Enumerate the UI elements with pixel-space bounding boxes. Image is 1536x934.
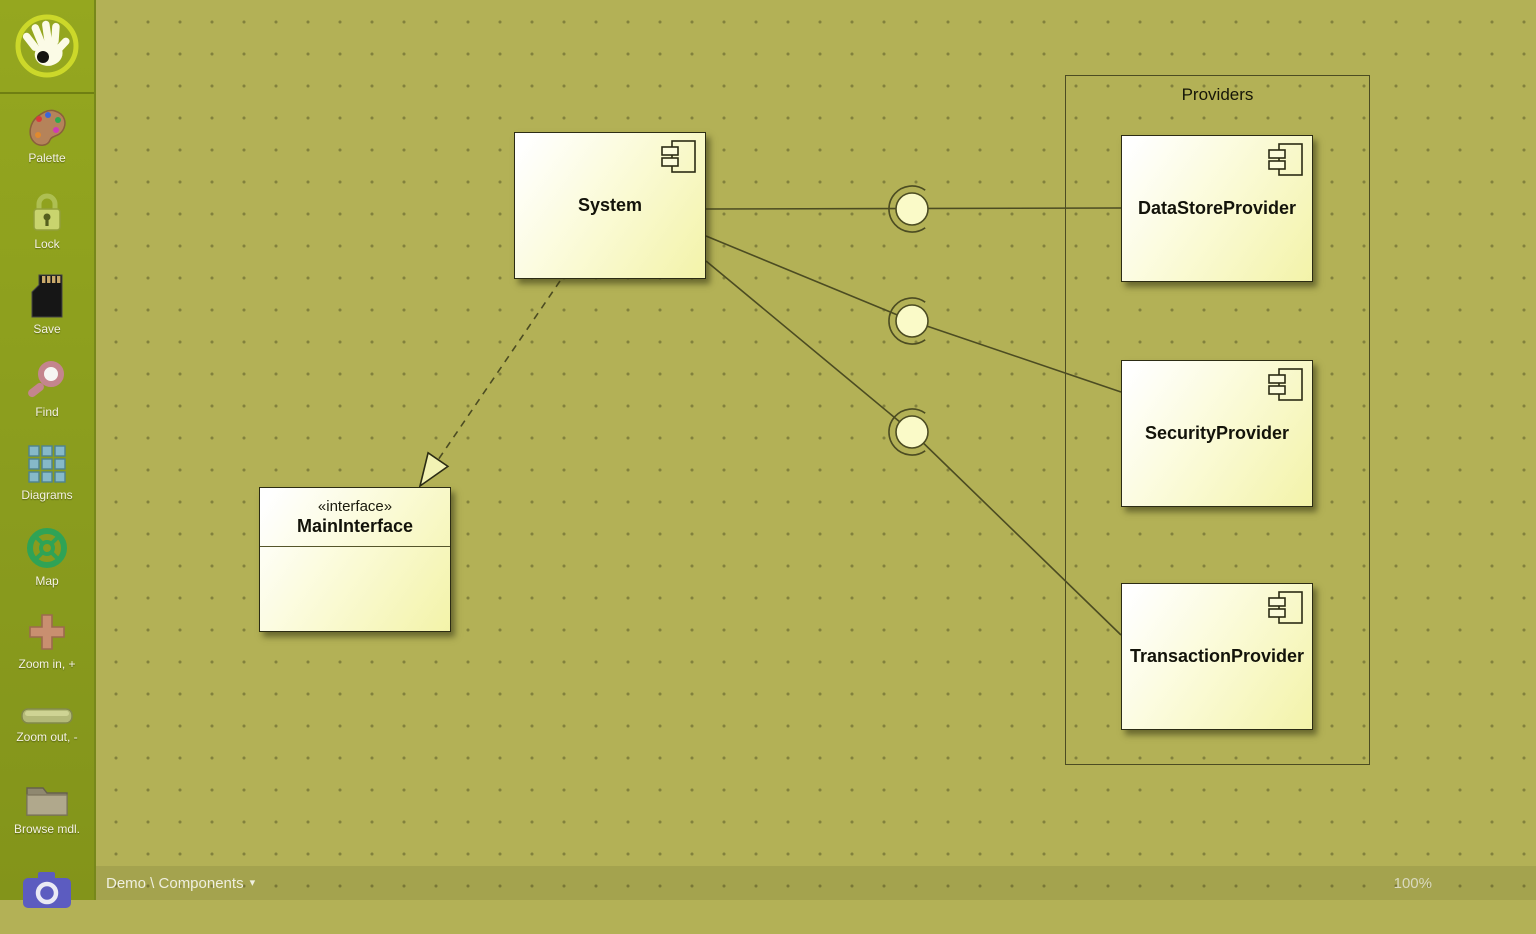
sidebar-item-label: Lock	[34, 237, 60, 251]
sidebar-item-label: Zoom out, -	[16, 730, 78, 744]
sidebar-item-palette[interactable]: Palette	[0, 94, 94, 178]
save-icon	[31, 274, 63, 318]
find-icon	[28, 361, 64, 398]
sidebar-item-label: Map	[35, 574, 59, 588]
diagrams-icon	[28, 445, 66, 483]
status-bar: Demo \ Components ▾ 100%	[96, 866, 1536, 900]
diagram-canvas[interactable]: Providers System	[96, 0, 1536, 900]
sidebar-item-label: Save	[33, 322, 61, 336]
component-transactionprovider[interactable]: TransactionProvider	[1121, 583, 1313, 730]
sidebar-item-zoom-in[interactable]: Zoom in, +	[0, 598, 94, 682]
chevron-down-icon: ▾	[249, 876, 256, 889]
sidebar-item-label: Zoom in, +	[18, 657, 76, 671]
interface-name: MainInterface	[296, 515, 414, 536]
sidebar-item-browse-mdl[interactable]: Browse mdl.	[0, 766, 94, 850]
toolbar-sidebar: Palette Lock Save Find	[0, 0, 96, 908]
sidebar-item-zoom-out[interactable]: Zoom out, -	[0, 682, 94, 766]
interface-stereotype: «interface»	[317, 497, 393, 515]
interface-maininterface[interactable]: «interface» MainInterface	[259, 487, 451, 632]
breadcrumb[interactable]: Demo \ Components ▾	[106, 875, 255, 892]
sidebar-item-label: Find	[35, 405, 59, 419]
sidebar-item-save[interactable]: Save	[0, 262, 94, 346]
dependency-system-maininterface[interactable]	[437, 280, 561, 461]
sidebar-item-find[interactable]: Find	[0, 346, 94, 430]
socket-arc-1	[888, 185, 926, 233]
sidebar-item-label: Browse mdl.	[13, 822, 81, 836]
hand-logo-icon	[15, 14, 79, 78]
interface-header: «interface» MainInterface	[260, 488, 450, 547]
component-system[interactable]: System	[514, 132, 706, 279]
sidebar-item-lock[interactable]: Lock	[0, 178, 94, 262]
sidebar-item-label: Diagrams	[21, 488, 73, 502]
uml-component-icon	[1268, 143, 1303, 176]
connector-layer	[418, 185, 1122, 636]
zoom-out-icon	[21, 708, 73, 724]
palette-icon	[29, 109, 66, 146]
interface-ball-1[interactable]	[895, 192, 929, 226]
socket-arc-2	[888, 297, 926, 345]
breadcrumb-label: Demo \ Components	[106, 874, 244, 892]
map-icon	[27, 528, 67, 568]
socket-arc-3	[888, 408, 926, 456]
component-name: SecurityProvider	[1144, 423, 1290, 443]
component-name: TransactionProvider	[1129, 646, 1305, 666]
interface-ball-3[interactable]	[895, 415, 929, 449]
dependency-arrowhead	[418, 451, 450, 488]
component-securityprovider[interactable]: SecurityProvider	[1121, 360, 1313, 507]
sidebar-item-screenshot[interactable]	[0, 850, 94, 934]
sidebar-item-diagrams[interactable]: Diagrams	[0, 430, 94, 514]
lock-icon	[33, 193, 61, 231]
component-datastoreprovider[interactable]: DataStoreProvider	[1121, 135, 1313, 282]
uml-component-icon	[661, 140, 696, 173]
uml-component-icon	[1268, 368, 1303, 401]
sidebar-item-label: Palette	[28, 151, 66, 165]
zoom-in-icon	[29, 614, 65, 650]
package-providers[interactable]: Providers	[1065, 75, 1370, 765]
app-logo-button[interactable]	[0, 0, 94, 94]
interface-ball-2[interactable]	[895, 304, 929, 338]
package-title: Providers	[1181, 85, 1254, 104]
folder-icon	[26, 787, 68, 816]
zoom-level: 100%	[1393, 874, 1432, 892]
component-name: System	[577, 195, 643, 215]
uml-component-icon	[1268, 591, 1303, 624]
component-name: DataStoreProvider	[1137, 198, 1297, 218]
sidebar-item-map[interactable]: Map	[0, 514, 94, 598]
camera-icon	[23, 872, 71, 908]
